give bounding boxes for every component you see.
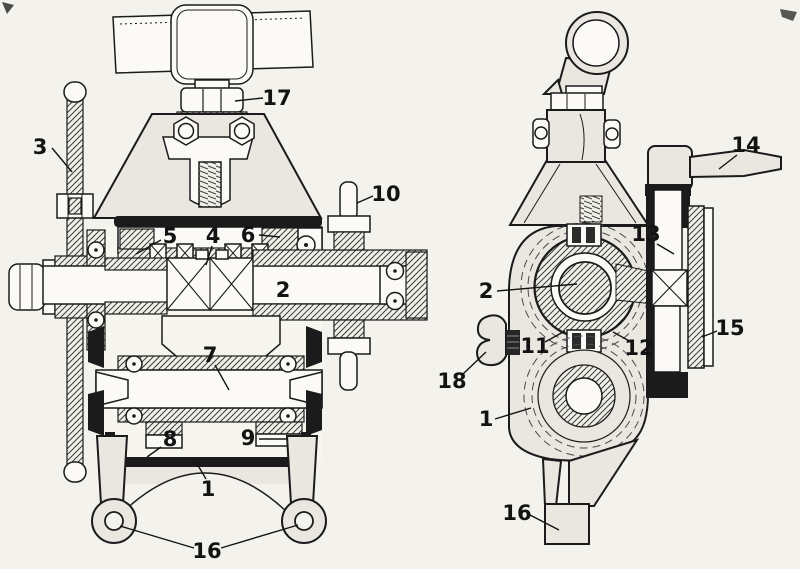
callout-leader-16 xyxy=(119,525,195,549)
callout-leader-14 xyxy=(718,154,738,170)
mounting-leg xyxy=(541,457,563,507)
callout-leader-7 xyxy=(214,364,230,391)
shaft-end xyxy=(558,261,612,315)
callout-label-15: 15 xyxy=(715,316,744,340)
callout-label-14: 14 xyxy=(731,133,760,157)
sectional-view xyxy=(8,4,428,546)
callout-label-12: 12 xyxy=(624,336,653,360)
callout-label-4: 4 xyxy=(206,224,221,248)
tube-clamp-block xyxy=(170,4,254,85)
callout-label-16-end: 16 xyxy=(502,501,531,525)
end-view xyxy=(475,11,782,545)
callout-label-11: 11 xyxy=(520,334,549,358)
callout-label-7: 7 xyxy=(203,343,218,367)
scan-speck xyxy=(2,2,14,14)
output-sprocket xyxy=(687,205,705,369)
callout-leader-13 xyxy=(656,243,675,255)
scan-speck xyxy=(780,9,797,21)
bracket-block xyxy=(546,109,606,163)
callout-label-2: 2 xyxy=(276,278,291,302)
callout-label-6: 6 xyxy=(241,223,256,247)
clamp-nut xyxy=(180,87,244,113)
callout-leader-5 xyxy=(135,239,162,255)
callout-label-2-end: 2 xyxy=(479,279,494,303)
callout-leader-4 xyxy=(205,245,213,266)
callout-leader-16 xyxy=(529,514,560,531)
callout-leader-16 xyxy=(220,524,299,549)
callout-leader-12 xyxy=(612,331,634,344)
bracket-stud xyxy=(198,161,222,208)
mounting-leg xyxy=(95,435,129,505)
callout-label-1-end: 1 xyxy=(479,407,494,431)
bearing-race-right xyxy=(255,421,303,435)
callout-label-8: 8 xyxy=(163,427,178,451)
callout-leader-17 xyxy=(234,97,264,102)
callout-leader-8 xyxy=(146,446,162,458)
layshaft xyxy=(95,369,323,409)
callout-leader-15 xyxy=(701,330,718,338)
callout-leader-10 xyxy=(356,195,374,204)
bracket-body xyxy=(508,159,650,226)
callout-label-18: 18 xyxy=(437,369,466,393)
callout-leader-1 xyxy=(494,407,532,420)
callout-leader-6 xyxy=(258,234,281,238)
callout-label-9: 9 xyxy=(241,426,256,450)
callout-label-5: 5 xyxy=(163,224,178,248)
shaft-end-cap xyxy=(405,251,428,319)
lever-boss xyxy=(647,145,693,191)
gear-lever xyxy=(689,148,782,179)
mounting-foot xyxy=(544,503,590,545)
callout-leader-1 xyxy=(195,461,207,480)
callout-label-13: 13 xyxy=(631,222,660,246)
callout-label-3: 3 xyxy=(33,135,48,159)
lubricator-stub xyxy=(327,181,371,391)
callout-leader-3 xyxy=(51,147,73,173)
axle-nut xyxy=(8,263,46,311)
plunger xyxy=(653,189,683,271)
mounting-leg xyxy=(568,438,640,507)
clamp-nut xyxy=(550,92,604,112)
mounting-leg xyxy=(285,435,319,505)
callout-leader-18 xyxy=(462,351,487,375)
callout-label-1: 1 xyxy=(201,477,216,501)
callout-leader-11 xyxy=(544,330,566,343)
callouts: 3 17 10 5 4 6 2 7 8 9 1 16 14 13 2 15 11… xyxy=(33,86,761,563)
callout-label-10: 10 xyxy=(371,182,400,206)
wing-nut xyxy=(475,314,507,367)
callout-label-16: 16 xyxy=(192,539,221,563)
case-gasket xyxy=(114,216,322,227)
callout-leader-2 xyxy=(496,283,578,292)
callout-label-17: 17 xyxy=(262,86,291,110)
